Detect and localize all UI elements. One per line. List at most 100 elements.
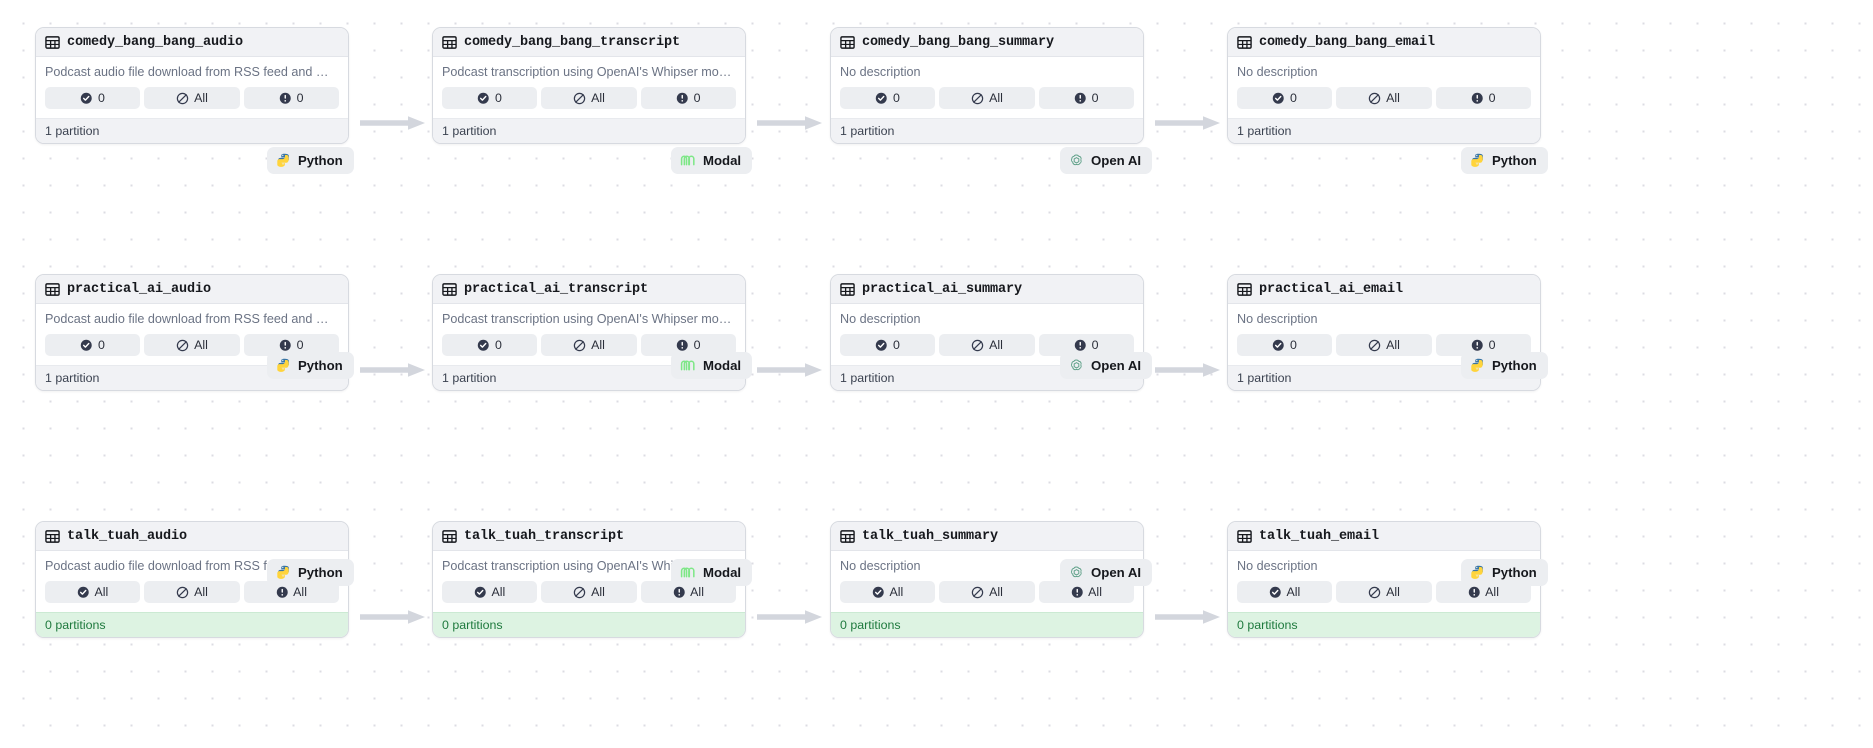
skipped-count-pill[interactable]: All	[541, 87, 637, 109]
table-icon	[1237, 35, 1252, 50]
asset-card[interactable]: comedy_bang_bang_email No description 0	[1227, 27, 1541, 144]
arrow-right-icon	[360, 610, 425, 624]
materialized-count-pill[interactable]: 0	[840, 334, 936, 356]
asset-node-comedy_bang_bang_audio[interactable]: comedy_bang_bang_audio Podcast audio fil…	[35, 27, 349, 144]
asset-partition-footer[interactable]: 0 partitions	[1228, 612, 1540, 637]
asset-card[interactable]: comedy_bang_bang_transcript Podcast tran…	[432, 27, 746, 144]
partition-count-label: 1 partition	[840, 124, 895, 138]
materialized-count-pill[interactable]: 0	[840, 87, 936, 109]
asset-card-body: Podcast transcription using OpenAI's Whi…	[433, 57, 745, 118]
skipped-count: All	[1386, 338, 1400, 352]
tech-badge-open-ai[interactable]: Open AI	[1060, 147, 1153, 174]
tech-badge-open-ai[interactable]: Open AI	[1060, 559, 1153, 586]
failed-count: 0	[693, 338, 701, 352]
failed-count-pill[interactable]: All	[1435, 581, 1531, 603]
asset-partition-footer[interactable]: 0 partitions	[831, 612, 1143, 637]
exclamation-circle-icon	[276, 586, 289, 599]
tech-badge-python[interactable]: Python	[1461, 559, 1548, 586]
skipped-count-pill[interactable]: All	[939, 87, 1035, 109]
failed-count-pill[interactable]: 0	[1038, 87, 1134, 109]
failed-count-pill[interactable]: 0	[1038, 334, 1134, 356]
tech-badge-label: Python	[298, 153, 343, 168]
skipped-count-pill[interactable]: All	[541, 334, 637, 356]
asset-card[interactable]: comedy_bang_bang_summary No description …	[830, 27, 1144, 144]
materialized-count-pill[interactable]: 0	[45, 334, 141, 356]
asset-node-practical_ai_audio[interactable]: practical_ai_audio Podcast audio file do…	[35, 274, 349, 391]
asset-partition-footer[interactable]: 1 partition	[831, 118, 1143, 143]
python-logo-icon	[1470, 358, 1485, 373]
slash-circle-icon	[1368, 92, 1381, 105]
skipped-count-pill[interactable]: All	[939, 581, 1035, 603]
failed-count-pill[interactable]: 0	[640, 87, 736, 109]
skipped-count-pill[interactable]: All	[541, 581, 637, 603]
skipped-count-pill[interactable]: All	[1336, 87, 1432, 109]
asset-card[interactable]: comedy_bang_bang_audio Podcast audio fil…	[35, 27, 349, 144]
asset-card[interactable]: practical_ai_email No description 0	[1227, 274, 1541, 391]
tech-badge-python[interactable]: Python	[1461, 352, 1548, 379]
asset-partition-footer[interactable]: 1 partition	[433, 118, 745, 143]
materialized-count-pill[interactable]: 0	[442, 87, 538, 109]
asset-status-pills: 0 All 0	[1237, 334, 1531, 356]
asset-partition-footer[interactable]: 1 partition	[36, 118, 348, 143]
tech-badge-modal[interactable]: Modal	[671, 147, 753, 174]
arrow-right-icon	[757, 116, 822, 130]
asset-partition-footer[interactable]: 1 partition	[1228, 118, 1540, 143]
tech-badge-python[interactable]: Python	[267, 147, 354, 174]
asset-partition-footer[interactable]: 0 partitions	[36, 612, 348, 637]
asset-card-header: talk_tuah_summary	[831, 522, 1143, 551]
skipped-count-pill[interactable]: All	[144, 581, 240, 603]
asset-card-header: comedy_bang_bang_summary	[831, 28, 1143, 57]
materialized-count-pill[interactable]: All	[1237, 581, 1333, 603]
tech-badge-python[interactable]: Python	[267, 352, 354, 379]
arrow-right-icon	[1155, 610, 1220, 624]
asset-card-title: comedy_bang_bang_summary	[862, 34, 1055, 50]
materialized-count-pill[interactable]: All	[442, 581, 538, 603]
skipped-count-pill[interactable]: All	[939, 334, 1035, 356]
materialized-count-pill[interactable]: 0	[1237, 87, 1333, 109]
tech-badge-open-ai[interactable]: Open AI	[1060, 352, 1153, 379]
tech-badge-modal[interactable]: Modal	[671, 352, 753, 379]
asset-card-title: comedy_bang_bang_transcript	[464, 34, 681, 50]
table-icon	[45, 282, 60, 297]
asset-node-comedy_bang_bang_email[interactable]: comedy_bang_bang_email No description 0	[1227, 27, 1541, 144]
skipped-count-pill[interactable]: All	[144, 87, 240, 109]
failed-count-pill[interactable]: 0	[243, 87, 339, 109]
failed-count-pill[interactable]: All	[640, 581, 736, 603]
materialized-count-pill[interactable]: 0	[45, 87, 141, 109]
materialized-count: 0	[892, 91, 900, 105]
arrow-right-icon	[757, 363, 822, 377]
asset-node-practical_ai_email[interactable]: practical_ai_email No description 0	[1227, 274, 1541, 391]
asset-card[interactable]: practical_ai_audio Podcast audio file do…	[35, 274, 349, 391]
materialized-count-pill[interactable]: 0	[1237, 334, 1333, 356]
failed-count-pill[interactable]: All	[1038, 581, 1134, 603]
materialized-count-pill[interactable]: All	[840, 581, 936, 603]
asset-dependency-arrow	[360, 360, 426, 380]
skipped-count: All	[1386, 585, 1400, 599]
skipped-count-pill[interactable]: All	[144, 334, 240, 356]
asset-dependency-arrow	[757, 607, 823, 627]
asset-node-talk_tuah_audio[interactable]: talk_tuah_audio Podcast audio file downl…	[35, 521, 349, 638]
asset-card-header: talk_tuah_email	[1228, 522, 1540, 551]
asset-card[interactable]: talk_tuah_audio Podcast audio file downl…	[35, 521, 349, 638]
asset-status-pills: 0 All 0	[45, 87, 339, 109]
failed-count-pill[interactable]: 0	[1435, 334, 1531, 356]
failed-count-pill[interactable]: All	[243, 581, 339, 603]
tech-badge-python[interactable]: Python	[1461, 147, 1548, 174]
skipped-count-pill[interactable]: All	[1336, 581, 1432, 603]
tech-badge-python[interactable]: Python	[267, 559, 354, 586]
skipped-count-pill[interactable]: All	[1336, 334, 1432, 356]
table-icon	[442, 529, 457, 544]
asset-node-comedy_bang_bang_summary[interactable]: comedy_bang_bang_summary No description …	[830, 27, 1144, 144]
asset-node-comedy_bang_bang_transcript[interactable]: comedy_bang_bang_transcript Podcast tran…	[432, 27, 746, 144]
materialized-count-pill[interactable]: All	[45, 581, 141, 603]
failed-count-pill[interactable]: 0	[243, 334, 339, 356]
tech-badge-modal[interactable]: Modal	[671, 559, 753, 586]
failed-count-pill[interactable]: 0	[1435, 87, 1531, 109]
materialized-count: All	[1286, 585, 1301, 599]
materialized-count-pill[interactable]: 0	[442, 334, 538, 356]
asset-partition-footer[interactable]: 0 partitions	[433, 612, 745, 637]
failed-count: 0	[296, 91, 304, 105]
check-circle-icon	[1272, 92, 1285, 105]
failed-count-pill[interactable]: 0	[640, 334, 736, 356]
